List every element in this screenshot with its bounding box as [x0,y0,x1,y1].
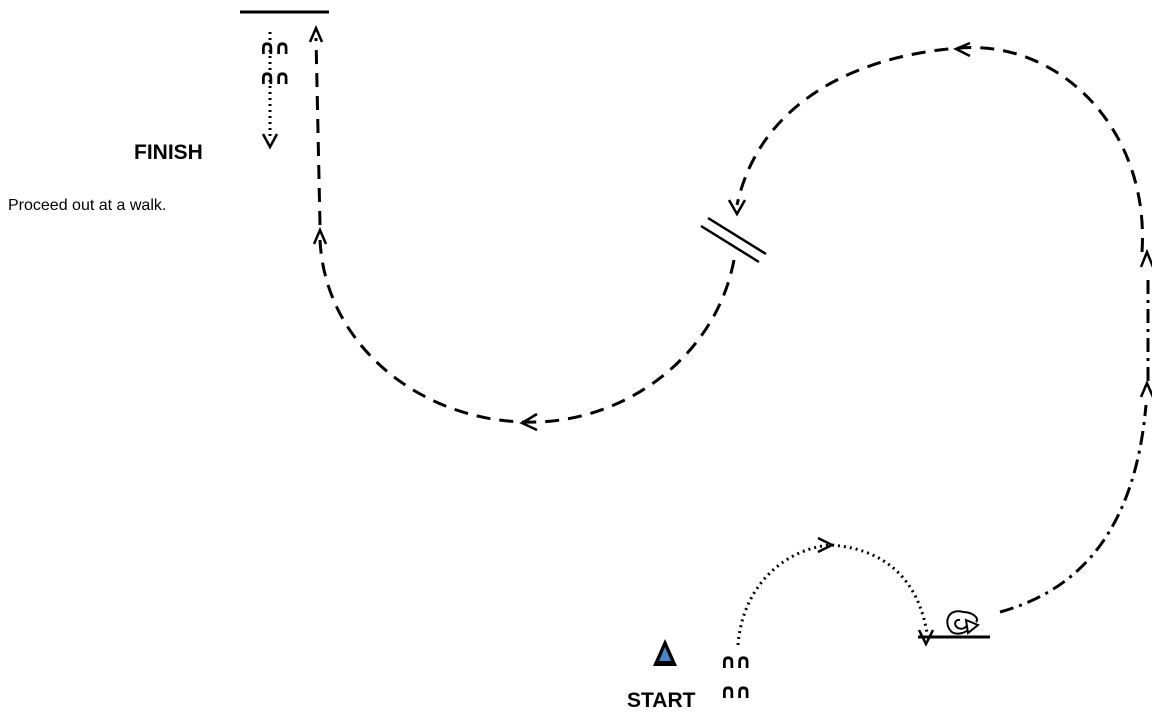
lower-right-dashdot-path [999,404,1148,614]
finish-walk-arrowhead [261,133,279,150]
right-side-arrowhead-lower [1139,379,1152,398]
start-label: START [627,689,696,712]
left-loop-path [318,239,736,424]
halt-bar-2 [707,216,767,256]
finish-approach-path [314,37,322,226]
top-right-loop-arrowhead-down [727,199,747,217]
start-arc-arrowhead-down [917,629,935,647]
curve-up-arrowhead [312,226,328,245]
finish-approach-arrowhead [308,24,324,43]
left-loop-arrowhead [519,412,538,432]
finish-poles-top-icon: ∩∩ [259,35,291,59]
top-right-loop-arrowhead-top [953,41,971,58]
halt-bar-1 [700,224,760,264]
right-side-arrowhead-upper [1139,248,1152,268]
start-dotted-arc [736,543,930,646]
start-arc-arrowhead-top [817,536,835,554]
finish-poles-bottom-icon: ∩∩ [259,65,291,89]
top-right-loop-path [735,46,1144,253]
turn-icon [946,610,980,635]
finish-label: FINISH [134,141,203,164]
start-poles-top-icon: ∩∩ [720,649,752,673]
start-cone-icon [653,639,677,666]
start-poles-bottom-icon: ∩∩ [720,679,752,703]
instruction-text: Proceed out at a walk. [8,197,167,214]
